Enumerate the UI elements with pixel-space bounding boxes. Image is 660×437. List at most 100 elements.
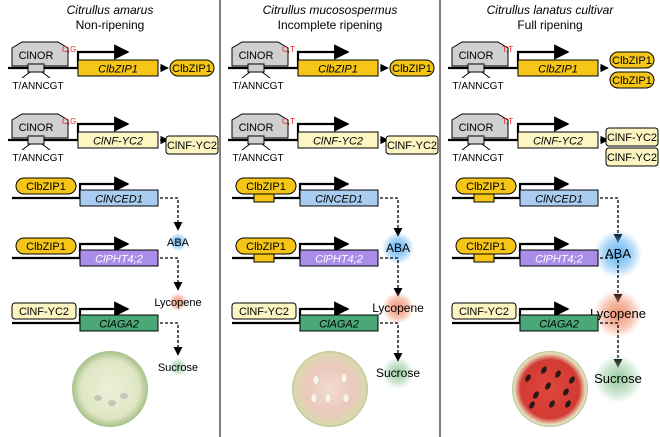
gene-label: ClNCED1: [95, 194, 143, 206]
clnf-protein: [11, 302, 77, 320]
gene-box: [79, 189, 159, 207]
gene-label: ClbZIP1: [538, 64, 578, 76]
output-glow: [169, 233, 187, 251]
seed: [340, 373, 348, 383]
clnor-superscript: C,G: [62, 45, 76, 54]
gene-label: ClPHT4;2: [315, 254, 363, 266]
output-label: Sucrose: [158, 362, 198, 374]
seed: [120, 393, 128, 399]
clnor-label: ClNOR: [19, 122, 54, 134]
regulation-arrow: [160, 257, 183, 291]
seed: [525, 374, 531, 382]
clnf-protein: [451, 302, 517, 320]
motif-box: [247, 135, 265, 145]
motif-box: [247, 63, 265, 73]
seed: [565, 400, 571, 408]
gene-label: ClbZIP1: [98, 64, 138, 76]
gene-label: ClAGA2: [99, 319, 139, 331]
clbzip1-label: ClbZIP1: [172, 63, 212, 75]
gene-label: ClPHT4;2: [535, 254, 583, 266]
gene-box: [299, 249, 379, 267]
gene-label: ClAGA2: [539, 319, 579, 331]
clnor-superscript: C,G: [62, 117, 76, 126]
gene-label: ClNF-YC2: [93, 136, 143, 148]
clnf-label: ClNF-YC2: [387, 140, 437, 152]
motif-label: T/ANNCGT: [12, 153, 63, 164]
motif-box: [467, 63, 485, 73]
gene-box: [519, 189, 599, 207]
clbzip1-protein: [15, 177, 77, 195]
clbzip1-protein: [169, 59, 215, 77]
output-glow: [382, 357, 414, 389]
motif-label: T/ANNCGT: [12, 81, 63, 92]
motif-legs: [461, 143, 491, 151]
regulation-arrow: [600, 257, 623, 303]
clnor-protein: [451, 113, 509, 139]
regulation-arrow: [600, 322, 623, 368]
clnor-superscript: C,T: [282, 117, 295, 126]
binding-site: [253, 193, 275, 203]
gene-box: [77, 131, 159, 149]
gene-label: ClPHT4;2: [95, 254, 143, 266]
regulation-arrow: [160, 322, 183, 356]
seed: [324, 393, 332, 403]
clbzip1-label: ClbZIP1: [26, 181, 66, 193]
clnor-protein: [11, 41, 69, 67]
clnor-protein: [451, 41, 509, 67]
clnf-protein: [385, 135, 439, 155]
clnor-protein: [11, 113, 69, 139]
output-label: ABA: [605, 246, 631, 261]
fruit-image: [292, 351, 368, 427]
clnor-protein: [231, 41, 289, 67]
gene-box: [79, 314, 159, 332]
regulation-arrow: [380, 257, 403, 297]
gene-box: [297, 131, 379, 149]
clnor-protein: [231, 113, 289, 139]
clbzip1-label: ClbZIP1: [246, 241, 286, 253]
panel-species: Citrullus mucosospermus: [263, 3, 398, 17]
seed: [555, 370, 561, 378]
clbzip1-label: ClbZIP1: [466, 181, 506, 193]
output-label: ABA: [386, 241, 410, 255]
clnf-label: ClNF-YC2: [239, 306, 289, 318]
clbzip1-protein: [389, 59, 435, 77]
clnf-label: ClNF-YC2: [607, 152, 657, 164]
clnf-protein: [165, 135, 219, 155]
output-glow: [382, 292, 414, 324]
clnf-protein: [605, 127, 659, 147]
output-glow: [594, 230, 642, 278]
output-label: Sucrose: [376, 366, 420, 380]
clnor-superscript: T,T: [502, 117, 513, 126]
gene-label: ClNF-YC2: [313, 136, 363, 148]
seed: [312, 375, 320, 385]
seed: [108, 400, 116, 406]
fruit-flesh: [292, 351, 368, 427]
gene-box: [79, 249, 159, 267]
binding-site: [473, 193, 495, 203]
motif-box: [27, 63, 45, 73]
output-glow: [169, 358, 187, 376]
regulation-arrow: [160, 197, 183, 231]
motif-legs: [461, 71, 491, 79]
fruit-flesh: [72, 351, 148, 427]
fruit-flesh: [512, 351, 588, 427]
clnf-label: ClNF-YC2: [19, 306, 69, 318]
output-label: Lycopene: [372, 301, 424, 315]
regulation-arrow: [380, 322, 403, 362]
clbzip1-label: ClbZIP1: [26, 241, 66, 253]
seed: [569, 376, 575, 384]
clbzip1-label: ClbZIP1: [392, 63, 432, 75]
motif-legs: [241, 143, 271, 151]
motif-label: T/ANNCGT: [232, 153, 283, 164]
